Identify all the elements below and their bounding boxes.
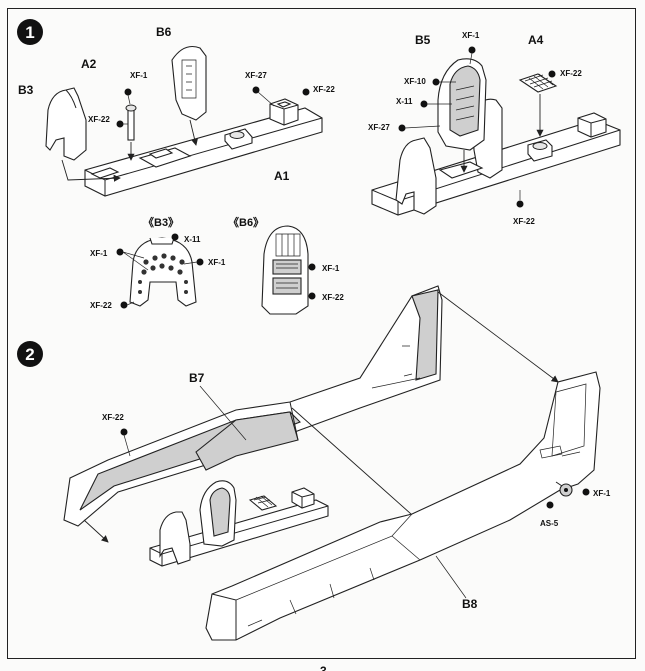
detail-b6-xf1: XF-1 <box>322 264 340 273</box>
step2-labels-xf22: XF-22 <box>102 413 124 422</box>
stick-a2-left <box>125 104 137 161</box>
fuselage-half-b8 <box>205 371 601 641</box>
detail-b3-xf1-left: XF-1 <box>90 249 108 258</box>
step1-labels-right-xf1: XF-1 <box>462 31 480 40</box>
step-2-badge: 2 <box>17 341 43 367</box>
callout-xf22-floor-right: XF-22 <box>513 190 535 226</box>
step-1-badge: 1 <box>17 19 43 45</box>
detail-b6-xf22: XF-22 <box>322 293 344 302</box>
label-b8: B8 <box>462 597 478 611</box>
steps-step2: 2 <box>25 345 34 364</box>
detail-b6-title: 《B6》 <box>228 216 264 229</box>
callout-xf1-right: XF-1 <box>462 31 480 65</box>
detail-b3: 《B3》 X-11 XF-1 XF-1 XF-22 <box>90 216 226 310</box>
label-b5: B5 <box>415 33 431 47</box>
callout-xf1-a2: XF-1 <box>124 71 148 105</box>
step1-labels-left-xf27: XF-27 <box>245 71 267 80</box>
fuselage-half-b7 <box>63 285 559 543</box>
detail-b3-title: 《B3》 <box>143 216 179 229</box>
label-a4: A4 <box>528 33 544 47</box>
callout-xf27-left: XF-27 <box>245 71 275 107</box>
step1-labels-right-x11: X-11 <box>396 97 413 106</box>
steps-step1: 1 <box>25 23 34 42</box>
panel-b3-left <box>45 87 121 182</box>
callout-x11-right: X-11 <box>396 97 452 108</box>
label-a1: A1 <box>274 169 290 183</box>
step1-labels-left-xf1-a2: XF-1 <box>130 71 148 80</box>
label-a2: A2 <box>81 57 97 71</box>
callout-xf22-a2: XF-22 <box>88 115 128 128</box>
detail-b3-xf1-right: XF-1 <box>208 258 226 267</box>
callout-xf10-right: XF-10 <box>404 77 456 86</box>
label-b6: B6 <box>156 25 172 39</box>
leader-b8 <box>435 555 467 599</box>
label-b7: B7 <box>189 371 205 385</box>
step1-labels-right-xf22-a4: XF-22 <box>560 69 582 78</box>
cockpit-floor-a1-left <box>84 98 323 197</box>
step1-labels-right-xf22-floor: XF-22 <box>513 217 535 226</box>
step2-labels-xf1: XF-1 <box>593 489 611 498</box>
step1-labels-right-xf10: XF-10 <box>404 77 426 86</box>
page-frame <box>7 8 636 659</box>
callout-xf1-step2: XF-1 <box>582 488 611 498</box>
step1-labels-left-xf22-a2: XF-22 <box>88 115 110 124</box>
detail-b3-xf22: XF-22 <box>90 301 112 310</box>
callout-as5-step2: AS-5 <box>540 501 559 528</box>
cockpit-assembly-step2 <box>149 480 329 567</box>
page-number: 3 <box>320 664 327 671</box>
rudder-pedal-a4-right <box>518 73 558 137</box>
step2-labels-as5: AS-5 <box>540 519 559 528</box>
detail-b3-x11: X-11 <box>184 235 201 244</box>
callout-xf22-box-left: XF-22 <box>302 85 335 96</box>
callout-xf22-a4-right: XF-22 <box>548 69 582 78</box>
cockpit-floor-assembled-right <box>371 98 621 216</box>
label-b3: B3 <box>18 83 34 97</box>
step1-labels-right-xf27: XF-27 <box>368 123 390 132</box>
detail-b6: 《B6》 XF-1 XF-22 <box>228 216 344 315</box>
callout-xf22-step2: XF-22 <box>102 413 131 457</box>
bulkhead-b6-left <box>171 45 207 146</box>
callout-xf27-right: XF-27 <box>368 123 441 132</box>
step1-labels-left-xf22-box: XF-22 <box>313 85 335 94</box>
leader-b7 <box>199 385 247 441</box>
